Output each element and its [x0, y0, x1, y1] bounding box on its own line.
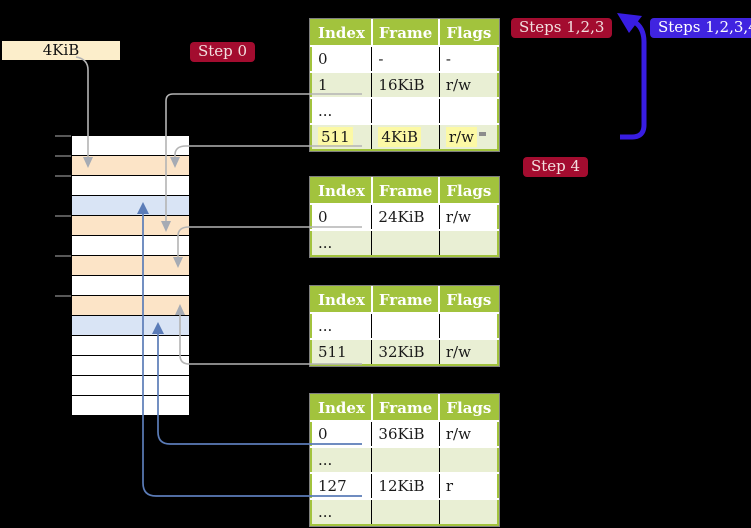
memory-frame-row-white	[72, 176, 189, 196]
table-cell: 32KiB	[371, 339, 440, 365]
table-cell: r/w	[439, 124, 499, 150]
column-header-index: Index	[311, 178, 373, 204]
table-cell: ...	[311, 230, 373, 256]
table-cell: -	[445, 50, 451, 68]
memory-frame-row-white	[72, 276, 189, 296]
memory-strip-ticks	[55, 135, 71, 297]
table-cell	[439, 499, 499, 525]
table-cell: 4KiB	[371, 124, 440, 150]
table-cell: 511	[311, 124, 373, 150]
badge-step-4: Step 4	[523, 157, 589, 177]
steps-1-2-3-4-arrow	[617, 13, 647, 140]
memory-frame-row-white	[72, 396, 189, 415]
memory-frame-row-white	[72, 236, 189, 256]
table-row: ...	[311, 230, 499, 256]
column-header-flags: Flags	[439, 287, 499, 313]
table-cell	[371, 499, 440, 525]
column-header-frame: Frame	[371, 20, 441, 46]
table-row: ...	[311, 499, 499, 525]
memory-frame-row-blue	[72, 316, 189, 336]
table-cell: -	[371, 46, 440, 72]
table-cell: 0	[311, 204, 373, 230]
table-cell: 36KiB	[371, 421, 440, 447]
table-cell: 0	[311, 421, 373, 447]
table-cell: 12KiB	[371, 473, 440, 499]
table-row: ...	[311, 313, 499, 339]
table-cell	[439, 98, 498, 124]
badge-step-0: Step 0	[190, 42, 256, 62]
column-header-flags: Flags	[439, 20, 499, 46]
memory-frame-row-white	[72, 336, 189, 356]
table-cell	[371, 447, 440, 473]
table-cell: r/w	[445, 425, 471, 443]
column-header-flags: Flags	[439, 178, 499, 204]
highlighted-value: 511	[318, 127, 353, 147]
table-cell	[439, 230, 499, 256]
table-cell: 0	[311, 46, 373, 72]
frame-size-label: 4KiB	[2, 41, 120, 60]
column-header-frame: Frame	[371, 287, 441, 313]
table-cell: 24KiB	[371, 204, 440, 230]
table-cell: ...	[311, 313, 373, 339]
table-cell: 16KiB	[371, 72, 440, 98]
table-row: 511 4KiB r/w	[311, 124, 499, 150]
table-cell: 127	[311, 473, 373, 499]
column-header-index: Index	[311, 287, 373, 313]
column-header-frame: Frame	[371, 395, 441, 421]
table-cell: r/w	[439, 72, 499, 98]
memory-frame-row-white	[72, 376, 189, 396]
column-header-frame: Frame	[371, 178, 441, 204]
memory-frame-row-orange	[72, 296, 189, 316]
memory-frame-row-orange	[72, 156, 189, 176]
table-cell: ...	[311, 447, 373, 473]
memory-frame-row-white	[72, 136, 189, 156]
table-row: 0--	[311, 46, 499, 72]
memory-frame-row-orange	[72, 256, 189, 276]
highlighted-value: r/w	[445, 127, 477, 147]
table-row: ...	[311, 447, 499, 473]
physical-memory-strip	[71, 135, 190, 416]
table-cell: r/w	[439, 339, 499, 365]
table-cell: ...	[311, 98, 373, 124]
table-cell: ...	[311, 499, 373, 525]
highlighted-value: 4KiB	[378, 127, 421, 147]
table-row: ...	[311, 98, 499, 124]
table-cell	[439, 447, 499, 473]
column-header-index: Index	[311, 20, 373, 46]
table-cell	[371, 313, 440, 339]
memory-frame-row-white	[72, 356, 189, 376]
memory-frame-row-orange	[72, 216, 189, 236]
column-header-index: Index	[311, 395, 373, 421]
memory-frame-row-blue	[72, 196, 189, 216]
table-cell: 511	[311, 339, 373, 365]
table-cell	[439, 313, 498, 339]
column-header-flags: Flags	[439, 395, 499, 421]
badge-steps-1-2-3-4: Steps 1,2,3,4	[650, 18, 751, 38]
table-cell: 1	[311, 72, 373, 98]
badge-steps-1-2-3: Steps 1,2,3	[511, 18, 613, 38]
table-cell: r/w	[445, 208, 471, 226]
table-cell	[371, 98, 440, 124]
table-cell: r	[445, 477, 454, 495]
table-cell	[371, 230, 440, 256]
